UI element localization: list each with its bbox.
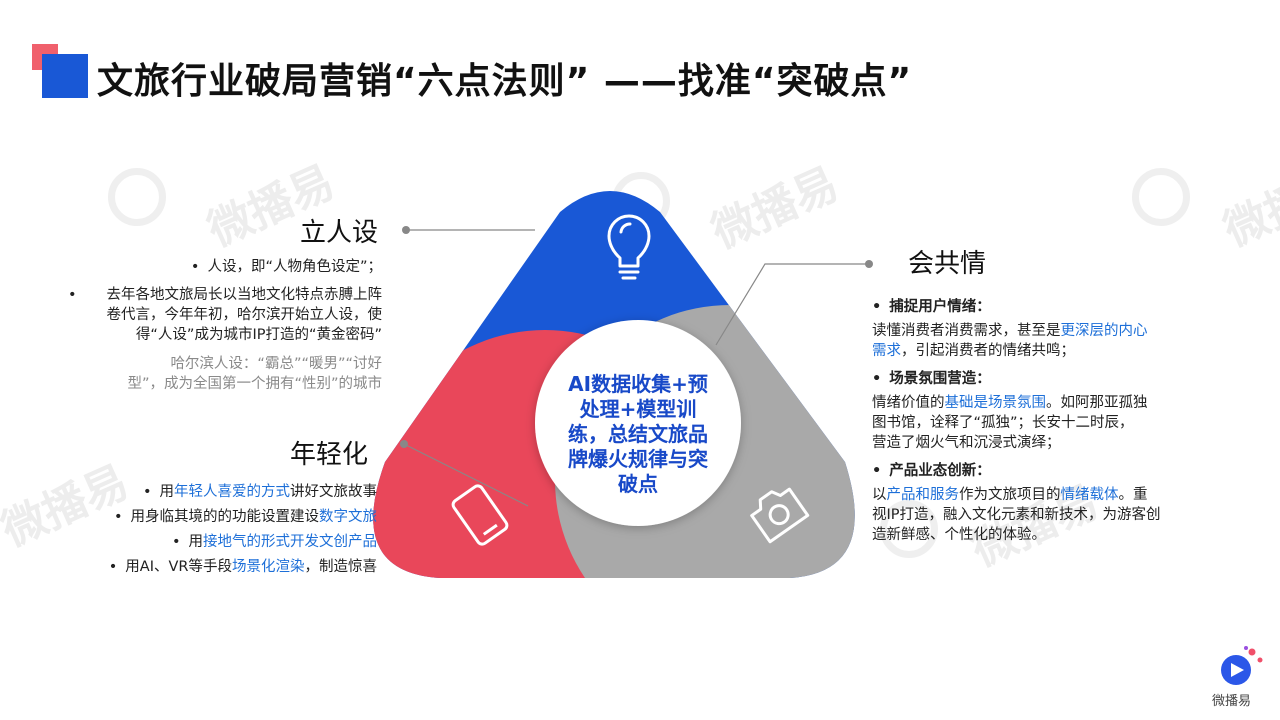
- bullet-dot: •: [113, 509, 123, 525]
- highlight-text: 需求: [872, 343, 901, 359]
- subhead-scene-atmosphere: • 场景氛围营造：: [872, 369, 1212, 389]
- highlight-text: 更深层的内心: [1060, 323, 1148, 339]
- bullet-dot: •: [108, 559, 118, 575]
- highlight-text: 情绪载体: [1060, 487, 1119, 503]
- body-text: 视IP打造，融入文化元素和新技术，为游客创: [872, 507, 1161, 523]
- list-item-text: 得“人设”成为城市IP打造的“黄金密码”: [135, 327, 382, 343]
- watermark-logo-icon: [1132, 168, 1190, 226]
- body-text: 营造了烟火气和沉浸式演绎；: [872, 435, 1061, 451]
- logo-dot: [1244, 646, 1248, 650]
- bullet-dot: •: [171, 534, 181, 550]
- body-text: 以: [872, 487, 887, 503]
- center-line: 破点: [618, 472, 658, 496]
- list-item-text: ，制造惊喜: [304, 559, 378, 575]
- watermark-logo-icon: [880, 500, 938, 558]
- subhead-text: 场景氛围营造：: [889, 371, 991, 387]
- highlight-text: 数字文旅: [319, 509, 377, 525]
- bullet-dot: •: [872, 299, 882, 315]
- note-text: 哈尔滨人设：“霸总”“暖男”“讨好: [170, 356, 382, 372]
- logo-dot: [1248, 648, 1256, 656]
- brand-logo-icon: [1221, 646, 1263, 685]
- center-line: 练，总结文旅品: [568, 422, 708, 446]
- list-item-text: 去年各地文旅局长以当地文化特点赤膊上阵: [106, 287, 383, 303]
- center-summary: AI数据收集+预 处理+模型训 练，总结文旅品 牌爆火规律与突 破点: [540, 372, 736, 497]
- list-item-text: 用: [159, 484, 175, 500]
- list-item-text: 人设，即“人物角色设定”；: [207, 259, 382, 275]
- center-line: 牌爆火规律与突: [568, 447, 708, 471]
- connector-dot: [865, 260, 873, 268]
- highlight-text: 产品和服务: [886, 487, 960, 503]
- brand-logo-text: 微播易: [1212, 694, 1252, 709]
- heading-persona: 立人设: [300, 218, 379, 248]
- center-line: 处理+模型训: [579, 397, 697, 421]
- lightbulb-icon: [607, 214, 651, 280]
- list-item: • 去年各地文旅局长以当地文化特点赤膊上阵 卷代言，今年年初，哈尔滨开始立人设，…: [40, 285, 382, 345]
- title-accent-blue: [42, 54, 88, 98]
- body-text: 造新鲜感、个性化的体验。: [872, 527, 1046, 543]
- watermark-logo-icon: [108, 168, 166, 226]
- body-text: 。如阿那亚孤独: [1046, 395, 1148, 411]
- highlight-text: 年轻人喜爱的方式: [174, 484, 290, 500]
- body-text: 作为文旅项目的: [959, 487, 1061, 503]
- list-item-text: 用AI、VR等手段: [125, 559, 232, 575]
- body-text: 情绪价值的: [872, 395, 945, 411]
- section-body: 情绪价值的基础是场景氛围。如阿那亚孤独 图书馆，诠释了“孤独”；长安十二时辰， …: [872, 393, 1212, 453]
- bullet-dot: •: [872, 463, 882, 479]
- logo-play-mark: [1231, 663, 1244, 677]
- body-text: ，引起消费者的情绪共鸣；: [901, 343, 1075, 359]
- connector-line: [403, 443, 529, 507]
- bullet-dot: •: [190, 259, 200, 275]
- bullet-dot: •: [142, 484, 152, 500]
- persona-bullets: • 人设，即“人物角色设定”； • 去年各地文旅局长以当地文化特点赤膊上阵 卷代言…: [40, 257, 382, 394]
- subhead-capture-emotion: • 捕捉用户情绪：: [872, 297, 1212, 317]
- body-text: 。重: [1118, 487, 1148, 503]
- body-text: 读懂消费者消费需求，甚至是: [872, 323, 1061, 339]
- list-item: • 用身临其境的的功能设置建设数字文旅: [40, 505, 377, 530]
- subhead-text: 产品业态创新：: [889, 463, 991, 479]
- section-body: 读懂消费者消费需求，甚至是更深层的内心 需求，引起消费者的情绪共鸣；: [872, 321, 1212, 361]
- bullet-dot: •: [68, 287, 77, 303]
- highlight-text: 接地气的形式开发文创产品: [203, 534, 377, 550]
- heading-empathy: 会共情: [908, 249, 987, 279]
- subhead-text: 捕捉用户情绪：: [889, 299, 991, 315]
- list-item-text: 用身临其境的的功能设置建设: [130, 509, 320, 525]
- youth-bullets: •用年轻人喜爱的方式讲好文旅故事 •用身临其境的的功能设置建设数字文旅 •用接地…: [40, 480, 377, 580]
- page-title: 文旅行业破局营销“六点法则” ——找准“突破点”: [97, 61, 913, 102]
- empathy-sections: • 捕捉用户情绪： 读懂消费者消费需求，甚至是更深层的内心 需求，引起消费者的情绪…: [872, 297, 1212, 545]
- highlight-text: 基础是场景氛围: [944, 395, 1047, 411]
- list-item-text: 用: [188, 534, 204, 550]
- connector-line: [715, 263, 869, 346]
- list-item: • 用接地气的形式开发文创产品: [40, 530, 377, 555]
- highlight-text: 场景化渲染: [232, 559, 305, 575]
- heading-youth: 年轻化: [290, 440, 369, 470]
- body-text: 图书馆，诠释了“孤独”；长安十二时辰，: [872, 415, 1134, 431]
- tablet-icon: [451, 484, 509, 546]
- center-line: AI数据收集+预: [568, 372, 708, 396]
- connector-dot: [402, 226, 410, 234]
- list-item: • 用AI、VR等手段场景化渲染，制造惊喜: [40, 555, 377, 580]
- persona-note: 哈尔滨人设：“霸总”“暖男”“讨好 型”，成为全国第一个拥有“性别”的城市: [40, 354, 382, 394]
- section-body: 以产品和服务作为文旅项目的情绪载体。重 视IP打造，融入文化元素和新技术，为游客…: [872, 485, 1212, 545]
- list-item-text: 讲好文旅故事: [290, 484, 377, 500]
- subhead-product-innovation: • 产品业态创新：: [872, 461, 1212, 481]
- center-circle: [535, 320, 741, 526]
- list-item: • 人设，即“人物角色设定”；: [40, 257, 382, 277]
- connector-dot: [400, 440, 408, 448]
- note-text: 型”，成为全国第一个拥有“性别”的城市: [127, 376, 382, 392]
- bullet-dot: •: [872, 371, 882, 387]
- camera-icon: [750, 487, 810, 544]
- list-item-text: 卷代言，今年年初，哈尔滨开始立人设，使: [106, 307, 383, 323]
- logo-dot: [1257, 657, 1263, 663]
- list-item: • 用年轻人喜爱的方式讲好文旅故事: [40, 480, 377, 505]
